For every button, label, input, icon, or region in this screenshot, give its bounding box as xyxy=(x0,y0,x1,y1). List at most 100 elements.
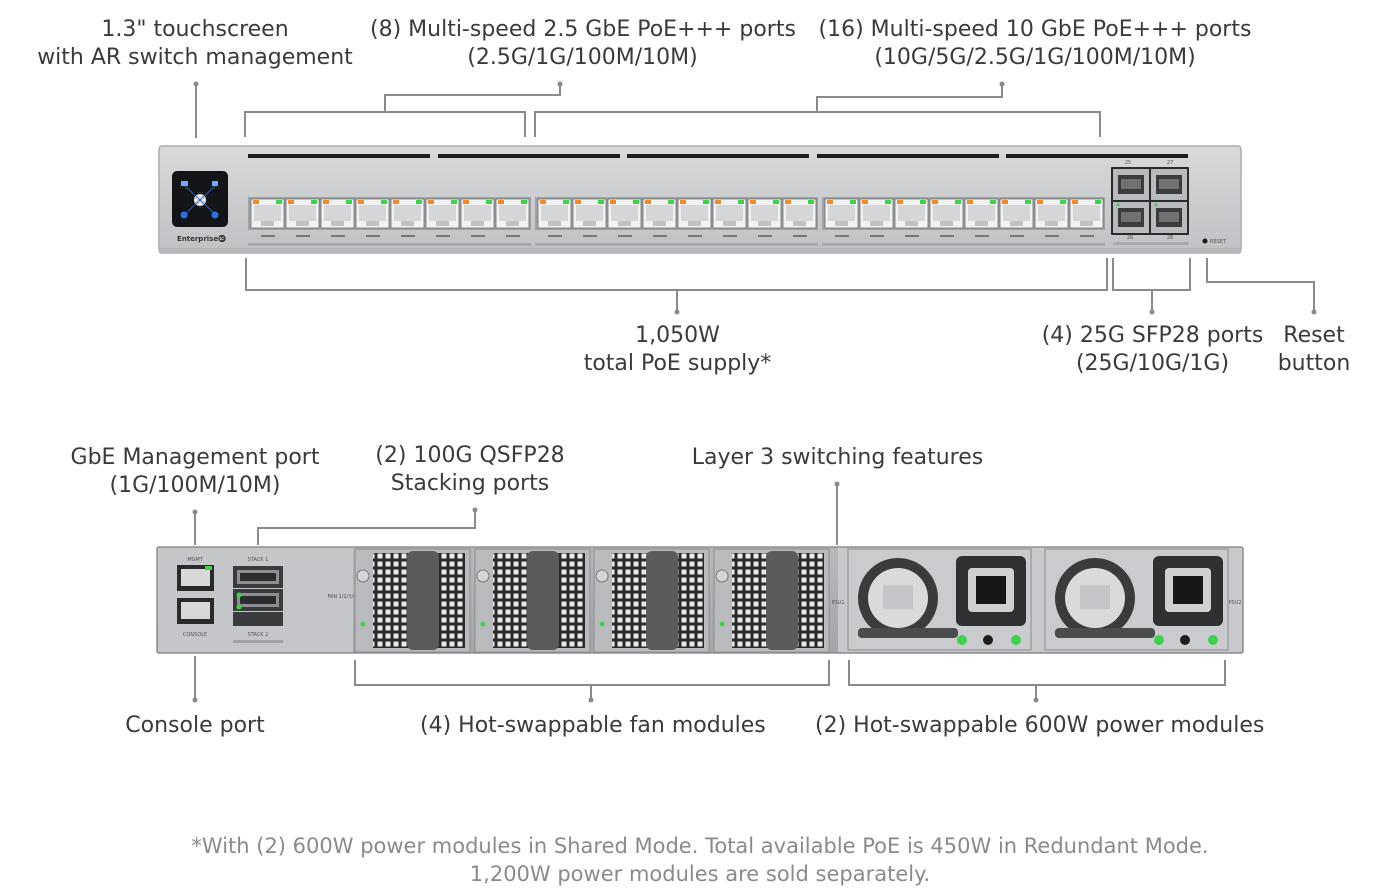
stack2-text: STACK 2 xyxy=(248,632,269,638)
rj45-port[interactable] xyxy=(1069,198,1104,237)
rj45-port[interactable] xyxy=(355,198,390,237)
power-module-array xyxy=(847,548,1229,651)
port-number-mark xyxy=(618,235,632,237)
poe-supply-label: 1,050W total PoE supply* xyxy=(583,323,772,376)
brand-text: Enterprise S xyxy=(177,235,226,243)
stack1-text: STACK 1 xyxy=(248,557,269,563)
rj45-port[interactable] xyxy=(894,198,929,237)
port-number-mark xyxy=(870,235,884,237)
rj45-group-2 xyxy=(535,197,818,246)
port-number-mark xyxy=(506,235,520,237)
sfp28-label: (4) 25G SFP28 ports (25G/10G/1G) xyxy=(1041,323,1264,376)
port-number-mark xyxy=(940,235,954,237)
mgmt-port[interactable] xyxy=(177,565,214,591)
sfp-label-28: 28 xyxy=(1167,235,1173,241)
port-number-mark xyxy=(366,235,380,237)
footnote: *With (2) 600W power modules in Shared M… xyxy=(191,834,1209,886)
sfp28-port-3[interactable] xyxy=(1113,202,1149,233)
sfp28-port-4[interactable] xyxy=(1151,202,1187,233)
port-number-mark xyxy=(583,235,597,237)
reset-label: Reset button xyxy=(1277,323,1351,376)
rear-callout-lines xyxy=(194,484,1226,700)
rj45-group-1 xyxy=(248,197,531,246)
sfp28-cages xyxy=(1111,167,1189,235)
rj45-port[interactable] xyxy=(859,198,894,237)
rj45-port[interactable] xyxy=(999,198,1034,237)
port-number-mark xyxy=(471,235,485,237)
fan-module-3[interactable] xyxy=(593,548,710,653)
port-number-mark xyxy=(723,235,737,237)
power-module-2[interactable] xyxy=(1044,548,1229,651)
rj45-port[interactable] xyxy=(824,198,859,237)
rj45-port[interactable] xyxy=(677,198,712,237)
front-callout-lines xyxy=(195,84,1315,312)
rj45-port[interactable] xyxy=(607,198,642,237)
port-number-mark xyxy=(1045,235,1059,237)
port-number-mark xyxy=(975,235,989,237)
qsfp-label: (2) 100G QSFP28 Stacking ports xyxy=(375,443,565,496)
fan-modules-label: (4) Hot-swappable fan modules xyxy=(420,713,766,738)
rj45-port[interactable] xyxy=(460,198,495,237)
port-number-mark xyxy=(1080,235,1094,237)
reset-button[interactable] xyxy=(1202,238,1208,244)
power-module-1[interactable] xyxy=(847,548,1032,651)
rj45-port[interactable] xyxy=(642,198,677,237)
rj45-port[interactable] xyxy=(285,198,320,237)
rj45-port[interactable] xyxy=(250,198,285,237)
rj45-port[interactable] xyxy=(390,198,425,237)
port-number-mark xyxy=(758,235,772,237)
port-number-mark xyxy=(653,235,667,237)
port-number-mark xyxy=(436,235,450,237)
fan-module-4[interactable] xyxy=(713,548,830,653)
power-modules-label: (2) Hot-swappable 600W power modules xyxy=(815,713,1265,738)
rj45-port[interactable] xyxy=(495,198,530,237)
rj45-port[interactable] xyxy=(320,198,355,237)
mgmt-port-label: GbE Management port (1G/100M/10M) xyxy=(70,445,320,498)
rj45-group-3 xyxy=(822,197,1105,246)
rj45-port[interactable] xyxy=(1034,198,1069,237)
touchscreen-display xyxy=(172,171,228,227)
port-number-mark xyxy=(401,235,415,237)
port-number-mark xyxy=(905,235,919,237)
fan-module-2[interactable] xyxy=(474,548,591,653)
rj45-port[interactable] xyxy=(929,198,964,237)
psu2-text: PSU2 xyxy=(1228,600,1241,606)
psu1-text: PSU1 xyxy=(831,600,844,606)
rj45-port[interactable] xyxy=(425,198,460,237)
qsfp-stack-port-2[interactable] xyxy=(233,589,283,611)
layer3-label: Layer 3 switching features xyxy=(691,445,984,470)
console-port[interactable] xyxy=(177,598,214,624)
console-port-label: Console port xyxy=(125,713,265,738)
ports-2-5g-label: (8) Multi-speed 2.5 GbE PoE+++ ports (2.… xyxy=(370,17,796,70)
port-number-mark xyxy=(296,235,310,237)
console-text: CONSOLE xyxy=(183,632,207,638)
rj45-port[interactable] xyxy=(537,198,572,237)
sfp-label-27: 27 xyxy=(1167,160,1173,166)
fan-text: FAN 1/2/3/4 xyxy=(328,594,357,600)
port-number-mark xyxy=(331,235,345,237)
rj45-port-array xyxy=(248,197,1105,246)
rj45-port[interactable] xyxy=(782,198,817,237)
reset-text: RESET xyxy=(1210,239,1227,245)
rj45-port[interactable] xyxy=(572,198,607,237)
mgmt-text: MGMT xyxy=(187,557,204,563)
sfp28-port-1[interactable] xyxy=(1113,169,1149,200)
ports-10g-label: (16) Multi-speed 10 GbE PoE+++ ports (10… xyxy=(818,17,1252,70)
rj45-port[interactable] xyxy=(747,198,782,237)
port-number-mark xyxy=(688,235,702,237)
qsfp-stack-port-1[interactable] xyxy=(233,566,283,588)
fan-module-array xyxy=(354,548,830,653)
rj45-port[interactable] xyxy=(964,198,999,237)
sfp-label-26: 26 xyxy=(1127,235,1133,241)
port-number-mark xyxy=(793,235,807,237)
touchscreen-label: 1.3" touchscreen with AR switch manageme… xyxy=(37,17,353,70)
port-number-mark xyxy=(261,235,275,237)
port-number-mark xyxy=(1010,235,1024,237)
port-number-mark xyxy=(548,235,562,237)
fan-module-1[interactable] xyxy=(354,548,471,653)
port-number-mark xyxy=(835,235,849,237)
rj45-port[interactable] xyxy=(712,198,747,237)
sfp-label-25: 25 xyxy=(1125,160,1131,166)
sfp28-port-2[interactable] xyxy=(1151,169,1187,200)
